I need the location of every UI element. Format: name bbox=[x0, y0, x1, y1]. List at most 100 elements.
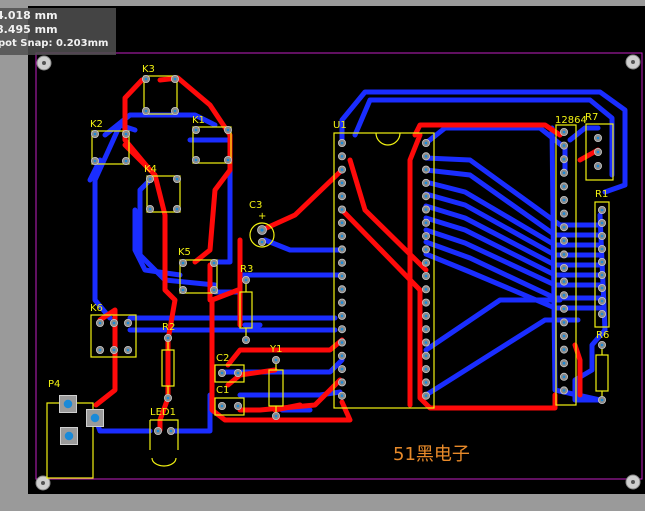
pad-hole bbox=[600, 247, 604, 251]
label-k6: K6 bbox=[90, 303, 103, 314]
pad-hole bbox=[600, 221, 604, 225]
pad-hole bbox=[340, 288, 344, 291]
pad-hole bbox=[596, 150, 600, 154]
pad-hole bbox=[340, 341, 344, 344]
pad-hole bbox=[274, 414, 278, 418]
pad-hole bbox=[600, 343, 604, 347]
pad-hole bbox=[424, 261, 428, 265]
k4-outline bbox=[146, 175, 181, 213]
r7-outline bbox=[585, 123, 614, 181]
pad-hole bbox=[562, 253, 566, 256]
pad-hole bbox=[181, 288, 185, 292]
u1-notch bbox=[375, 132, 401, 146]
pads bbox=[59, 75, 607, 445]
pad-hole bbox=[340, 141, 344, 145]
pad-hole bbox=[562, 293, 566, 297]
pad-hole bbox=[260, 228, 264, 232]
label-k2: K2 bbox=[90, 119, 103, 130]
label-lcd: 12864 bbox=[555, 115, 587, 126]
pad-hole bbox=[562, 280, 566, 283]
pad-hole bbox=[220, 404, 224, 408]
pad-hole bbox=[148, 207, 152, 211]
pad-hole bbox=[340, 248, 344, 251]
pad-hole bbox=[340, 394, 344, 398]
k1-outline bbox=[192, 126, 232, 164]
u1-outline bbox=[333, 132, 435, 409]
pad-hole bbox=[93, 132, 97, 136]
k5-outline bbox=[179, 259, 218, 294]
pad-hole bbox=[424, 354, 428, 358]
pad-hole bbox=[64, 431, 74, 441]
pad-hole bbox=[600, 398, 604, 402]
pad-hole bbox=[424, 301, 428, 304]
brand-text: 51黑电子 bbox=[393, 444, 470, 465]
pad-hole bbox=[424, 141, 428, 145]
label-u1: U1 bbox=[333, 120, 347, 131]
label-k5: K5 bbox=[178, 247, 191, 258]
pad-hole bbox=[562, 389, 566, 392]
pad-hole bbox=[340, 261, 344, 265]
pad-hole bbox=[424, 274, 428, 278]
pad-hole bbox=[600, 234, 604, 238]
coordinate-readout: 4.018 mm 8.495 mm spot Snap: 0.203mm bbox=[0, 8, 116, 55]
k3-outline bbox=[143, 75, 178, 115]
pad-hole bbox=[93, 159, 97, 163]
pad-hole bbox=[562, 130, 566, 134]
pad-hole bbox=[112, 348, 116, 352]
pad-hole bbox=[424, 288, 428, 291]
pad-hole bbox=[340, 221, 344, 225]
pad-hole bbox=[424, 327, 428, 331]
label-r2: R2 bbox=[162, 322, 175, 333]
pad-hole bbox=[340, 155, 344, 158]
pad-hole bbox=[166, 396, 170, 400]
top-layer-traces bbox=[93, 75, 601, 433]
pad-hole bbox=[124, 159, 128, 163]
pad-hole bbox=[194, 128, 198, 132]
pad-hole bbox=[600, 299, 604, 303]
pad-hole bbox=[562, 185, 566, 188]
board-outline bbox=[35, 52, 643, 480]
label-r7: R7 bbox=[585, 112, 598, 123]
pad-hole bbox=[340, 194, 344, 198]
pad-hole bbox=[340, 301, 344, 304]
label-k3: K3 bbox=[142, 64, 155, 75]
pad-hole bbox=[424, 194, 428, 198]
pad-hole bbox=[562, 321, 566, 324]
pad-hole bbox=[90, 413, 100, 423]
pad-hole bbox=[424, 155, 428, 158]
pad-hole bbox=[424, 248, 428, 251]
pad-hole bbox=[562, 266, 566, 270]
pad-hole bbox=[340, 314, 344, 318]
pad-hole bbox=[226, 158, 230, 162]
pad-hole bbox=[340, 234, 344, 238]
r1-outline bbox=[594, 201, 610, 328]
pad-hole bbox=[424, 381, 428, 384]
label-k4: K4 bbox=[144, 164, 157, 175]
pad-hole bbox=[562, 171, 566, 175]
c3-outline bbox=[249, 222, 275, 248]
pad-hole bbox=[156, 429, 160, 433]
pad-hole bbox=[340, 354, 344, 358]
pad-hole bbox=[424, 367, 428, 371]
pad-hole bbox=[424, 168, 428, 171]
pad-hole bbox=[424, 314, 428, 318]
pad-hole bbox=[260, 240, 264, 244]
pad-hole bbox=[181, 261, 185, 265]
pad-hole bbox=[562, 198, 566, 202]
pad-hole bbox=[562, 239, 566, 243]
pad-hole bbox=[63, 399, 73, 409]
pad-hole bbox=[340, 208, 344, 211]
pad-hole bbox=[340, 181, 344, 185]
snap-setting: spot Snap: 0.203mm bbox=[0, 38, 109, 49]
led1-outline bbox=[149, 419, 179, 450]
pad-hole bbox=[424, 394, 428, 398]
label-k1: K1 bbox=[192, 115, 205, 126]
pad-hole bbox=[124, 132, 128, 136]
label-c3-plus: + bbox=[258, 211, 266, 222]
pad-hole bbox=[424, 181, 428, 185]
pad-hole bbox=[274, 358, 278, 362]
label-p4: P4 bbox=[48, 379, 60, 390]
pad-hole bbox=[148, 177, 152, 181]
label-c2: C2 bbox=[216, 353, 229, 364]
